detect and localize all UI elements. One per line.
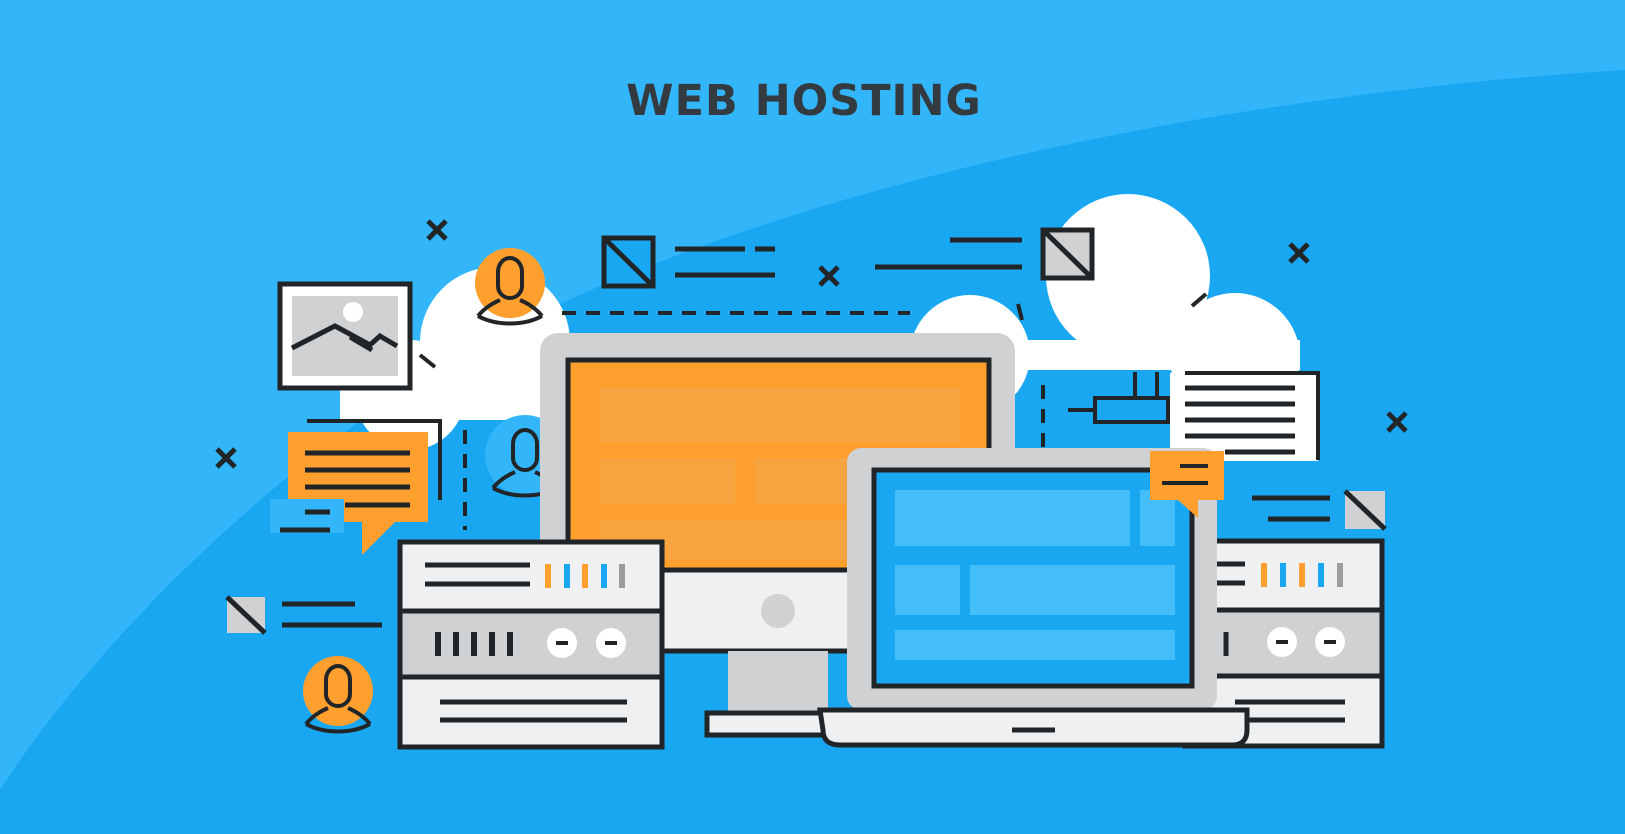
placeholder-box-icon [601,235,656,289]
cross-mark-icon [1386,411,1408,433]
chat-bubble-icon [270,432,428,555]
connector-line [1041,372,1170,450]
document-icon [1170,371,1320,461]
connector-line [307,419,467,530]
text-lines [1252,495,1330,522]
decor-marks [418,292,1208,369]
cross-mark-icon [426,219,448,241]
page-title: WEB HOSTING [626,76,982,126]
placeholder-box-icon [1343,489,1387,531]
server-rack-icon [397,539,665,750]
cross-mark-icon [818,265,840,287]
cross-mark-icon [1288,242,1310,264]
cross-mark-icon [215,447,237,469]
user-avatar-icon [303,656,373,734]
placeholder-box-icon [225,595,267,635]
image-icon [277,281,413,391]
text-lines [675,237,1022,278]
chat-bubble-icon [1150,451,1224,518]
user-avatar-icon [475,248,545,326]
placeholder-box-icon [1040,227,1095,281]
server-rack-icon [1182,538,1385,749]
laptop-icon [817,448,1250,748]
text-lines [282,601,382,628]
